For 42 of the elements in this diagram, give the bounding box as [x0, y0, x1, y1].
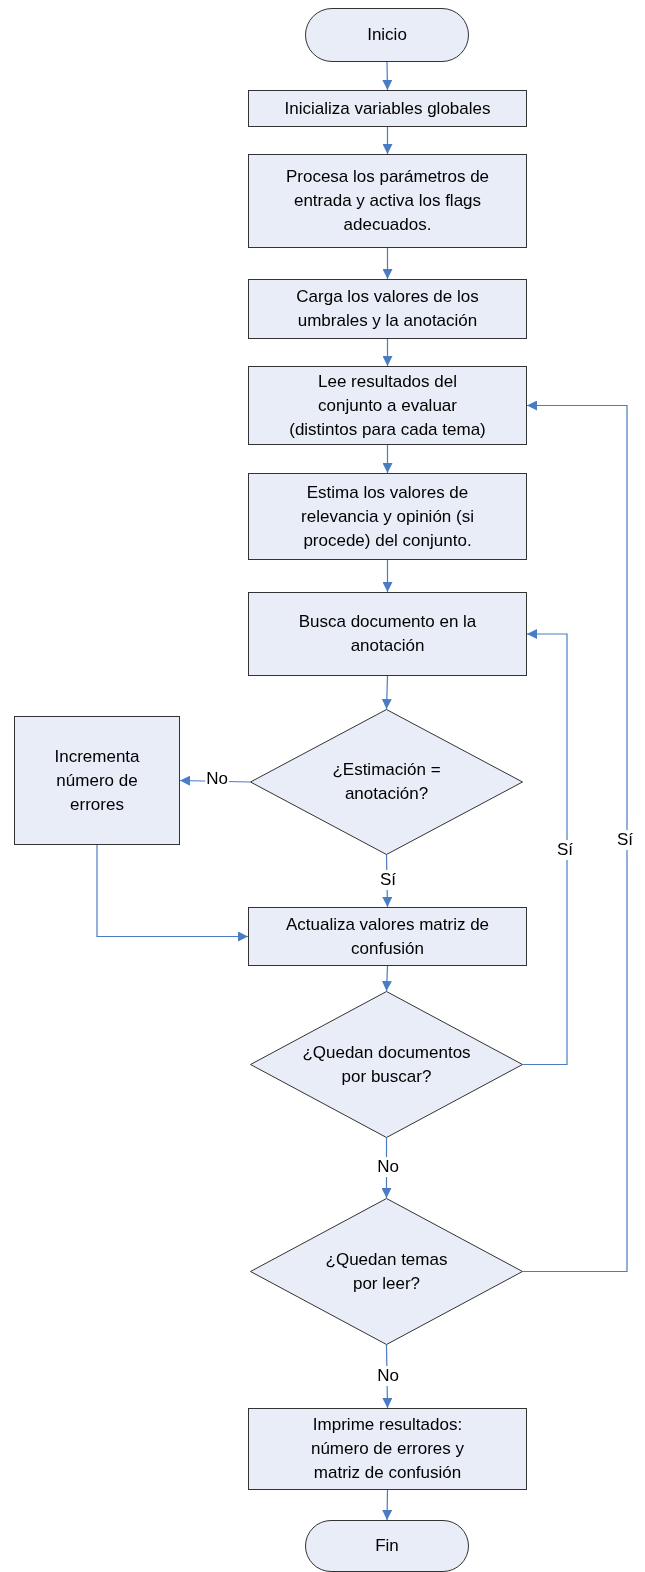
node-text: Carga los valores de los umbrales y la anotación [295, 286, 480, 332]
node-text: Imprime resultados: número de errores y matriz de confusión [309, 1414, 466, 1484]
process-box [248, 90, 527, 127]
node-text: Actualiza valores matriz de confusión [284, 913, 491, 960]
node-text: ¿Estimación = anotación? [331, 759, 442, 805]
node-text: Lee resultados del conjunto a evaluar (distintos para cada tema) [288, 370, 487, 441]
edge-label: No [376, 1157, 400, 1177]
node-text: Estima los valores de relevancia y opinión (si procede) del conjunto. [300, 481, 475, 552]
arrow [382, 126, 393, 155]
arrow [96, 844, 249, 942]
terminal-pill [305, 1520, 469, 1572]
arrow [382, 444, 393, 474]
edge-label: Sí [555, 840, 575, 860]
node-text: Fin [375, 1535, 399, 1557]
process-box [248, 366, 527, 445]
process-box [248, 1408, 527, 1490]
node-text: ¿Quedan temas por leer? [324, 1248, 449, 1295]
process-box [248, 279, 527, 339]
process-box [248, 592, 527, 676]
process-box [14, 716, 180, 845]
node-text: Incrementa número de errores [53, 745, 141, 816]
arrow [382, 338, 393, 367]
arrow [382, 559, 393, 593]
edge-label: Sí [615, 830, 635, 850]
node-text: Inicio [367, 24, 407, 46]
process-box [248, 154, 527, 248]
process-box [248, 473, 527, 560]
arrow [522, 629, 568, 1066]
process-box [248, 907, 527, 966]
node-text: Inicializa variables globales [284, 97, 491, 120]
edge-label: No [376, 1366, 400, 1386]
node-text: Procesa los parámetros de entrada y activa los flags adecuados. [284, 166, 491, 236]
arrow [382, 1489, 393, 1521]
arrow [381, 675, 392, 710]
arrow [382, 247, 393, 280]
node-text: Busca documento en la anotación [297, 611, 478, 657]
arrow [382, 61, 393, 91]
arrow [381, 965, 392, 992]
edge-label: Sí [378, 870, 398, 890]
node-text: ¿Quedan documentos por buscar? [301, 1041, 472, 1088]
terminal-pill [305, 8, 469, 62]
arrow [522, 400, 628, 1273]
